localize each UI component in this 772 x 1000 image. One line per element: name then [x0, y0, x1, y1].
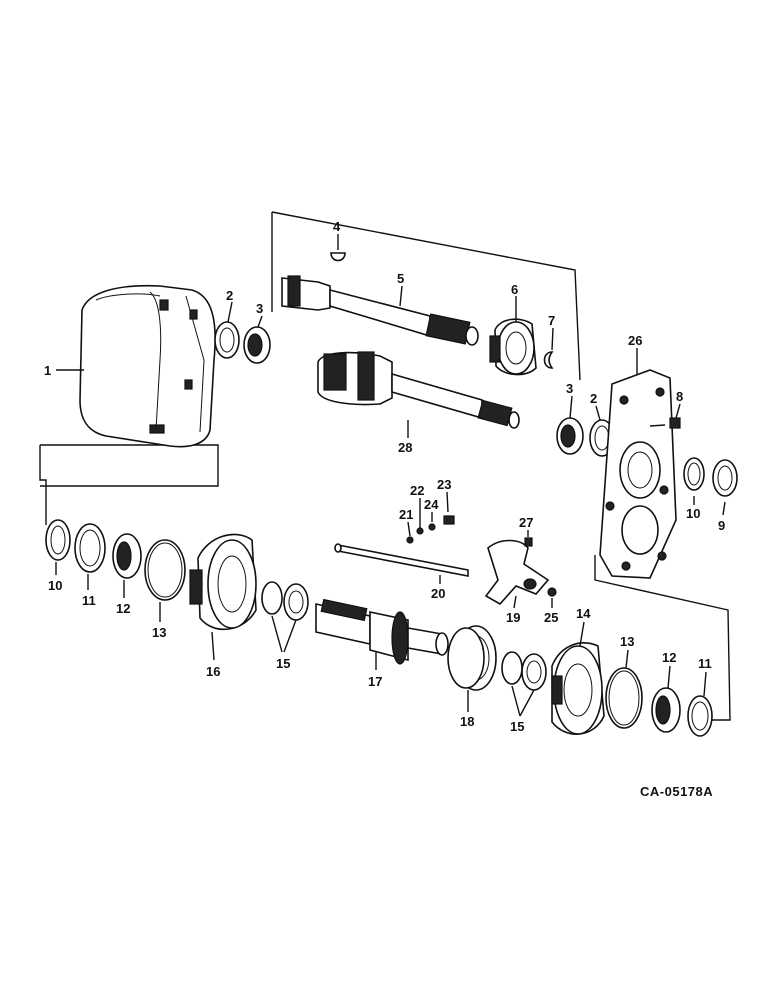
callout-16: 16: [206, 664, 220, 679]
callout-17: 17: [368, 674, 382, 689]
callout-20: 20: [431, 586, 445, 601]
part-cup-11a: [74, 523, 106, 573]
part-output-shaft: [281, 275, 479, 346]
callout-1: 1: [44, 363, 51, 378]
part-plug-25: [547, 587, 557, 597]
callout-13a: 13: [152, 625, 166, 640]
reference-code: CA-05178A: [640, 784, 713, 799]
callouts: 1 2 3 4 5 6 7 26 3 2 8 28 22 23 24 21 27…: [44, 219, 725, 734]
callout-6: 6: [511, 282, 518, 297]
part-setscrew-27: [524, 537, 533, 547]
callout-2a: 2: [226, 288, 233, 303]
leader-lines: [55, 234, 726, 717]
part-bearings-15a: [261, 581, 309, 621]
callout-25: 25: [544, 610, 558, 625]
callout-9: 9: [718, 518, 725, 533]
part-gear-14: [551, 642, 605, 735]
callout-2b: 2: [590, 391, 597, 406]
part-woodruff-key: [330, 252, 346, 262]
callout-21: 21: [399, 507, 413, 522]
callout-15a: 15: [276, 656, 290, 671]
part-housing: [79, 284, 216, 448]
part-bearing-12a: [112, 533, 142, 579]
part-ring-10b: [683, 457, 705, 491]
group-bracket-left: [39, 444, 219, 525]
part-main-shaft: [315, 598, 449, 665]
callout-11a: 11: [82, 593, 96, 608]
part-bearings-15b: [501, 651, 547, 691]
part-spring-22: [416, 527, 424, 535]
part-shift-rod: [334, 543, 469, 577]
callout-15b: 15: [510, 719, 524, 734]
part-cup-11b: [687, 695, 713, 737]
part-ball-21: [406, 536, 414, 544]
callout-4: 4: [333, 219, 341, 234]
part-bearing-cone-3a: [243, 326, 271, 364]
callout-11b: 11: [698, 656, 712, 671]
callout-10a: 10: [48, 578, 62, 593]
callout-10b: 10: [686, 506, 700, 521]
callout-23: 23: [437, 477, 451, 492]
callout-14: 14: [576, 606, 591, 621]
group-bracket-top: [271, 211, 581, 381]
part-gear-16: [189, 533, 257, 631]
part-ring-10a: [45, 519, 71, 561]
callout-27: 27: [519, 515, 533, 530]
callout-13b: 13: [620, 634, 634, 649]
callout-7: 7: [548, 313, 555, 328]
callout-8: 8: [676, 389, 683, 404]
part-cover-plate: [599, 369, 677, 579]
part-screw-23: [443, 515, 455, 525]
callout-28: 28: [398, 440, 412, 455]
part-bearing-12b: [651, 687, 681, 733]
callout-12b: 12: [662, 650, 676, 665]
part-collar-18: [447, 625, 497, 691]
callout-5: 5: [397, 271, 404, 286]
part-snap-ring-13a: [144, 539, 186, 601]
part-gear-6: [489, 318, 537, 376]
callout-22: 22: [410, 483, 424, 498]
part-snap-ring-7: [543, 351, 554, 369]
callout-26: 26: [628, 333, 642, 348]
part-plug-24: [428, 523, 436, 531]
part-bearing-cone-3b: [556, 417, 584, 455]
callout-12a: 12: [116, 601, 130, 616]
part-bolt-8: [649, 417, 681, 429]
callout-18: 18: [460, 714, 474, 729]
part-bearing-cup-2a: [214, 321, 240, 359]
callout-24: 24: [424, 497, 439, 512]
callout-3a: 3: [256, 301, 263, 316]
group-bracket-right: [594, 555, 731, 721]
part-shift-fork: [484, 539, 550, 606]
part-seal-9: [712, 459, 738, 497]
callout-19: 19: [506, 610, 520, 625]
part-snap-ring-13b: [605, 667, 643, 729]
callout-3b: 3: [566, 381, 573, 396]
part-input-shaft: [317, 351, 520, 429]
